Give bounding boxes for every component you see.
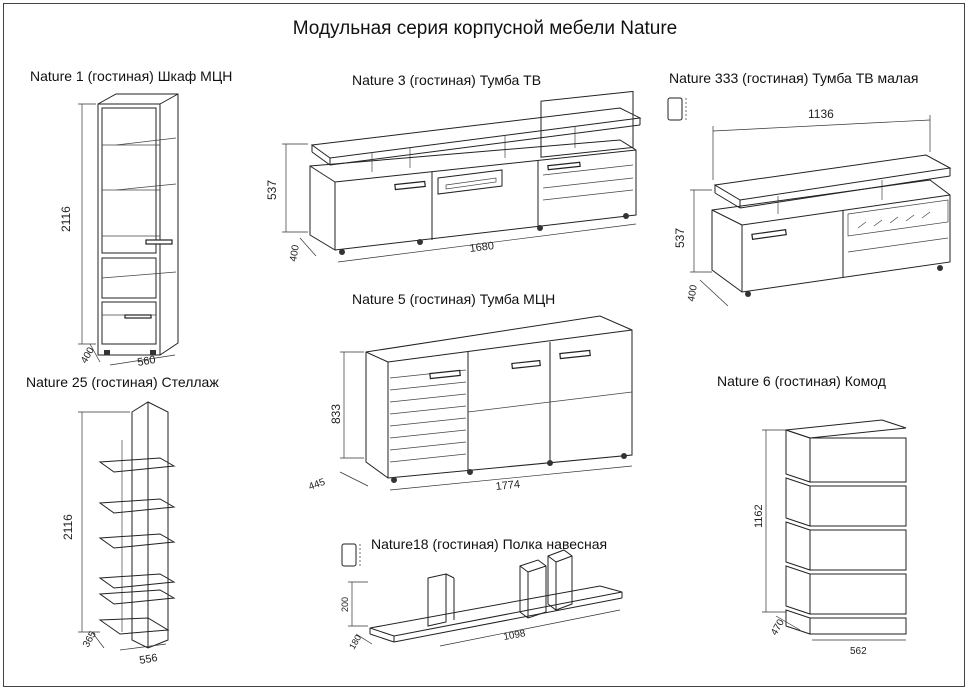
label-nature-25: Nature 25 (гостиная) Стеллаж xyxy=(26,374,219,390)
label-nature-1: Nature 1 (гостиная) Шкаф МЦН xyxy=(30,68,233,84)
diagram-frame xyxy=(3,3,965,687)
label-nature-333: Nature 333 (гостиная) Тумба ТВ малая xyxy=(669,70,919,86)
label-nature-3: Nature 3 (гостиная) Тумба ТВ xyxy=(352,72,542,88)
label-nature-6: Nature 6 (гостиная) Комод xyxy=(717,373,886,389)
label-nature-18: Nature18 (гостиная) Полка навесная xyxy=(371,536,608,552)
label-nature-5: Nature 5 (гостиная) Тумба МЦН xyxy=(352,291,556,307)
page-title: Модульная серия корпусной мебели Nature xyxy=(292,18,678,39)
